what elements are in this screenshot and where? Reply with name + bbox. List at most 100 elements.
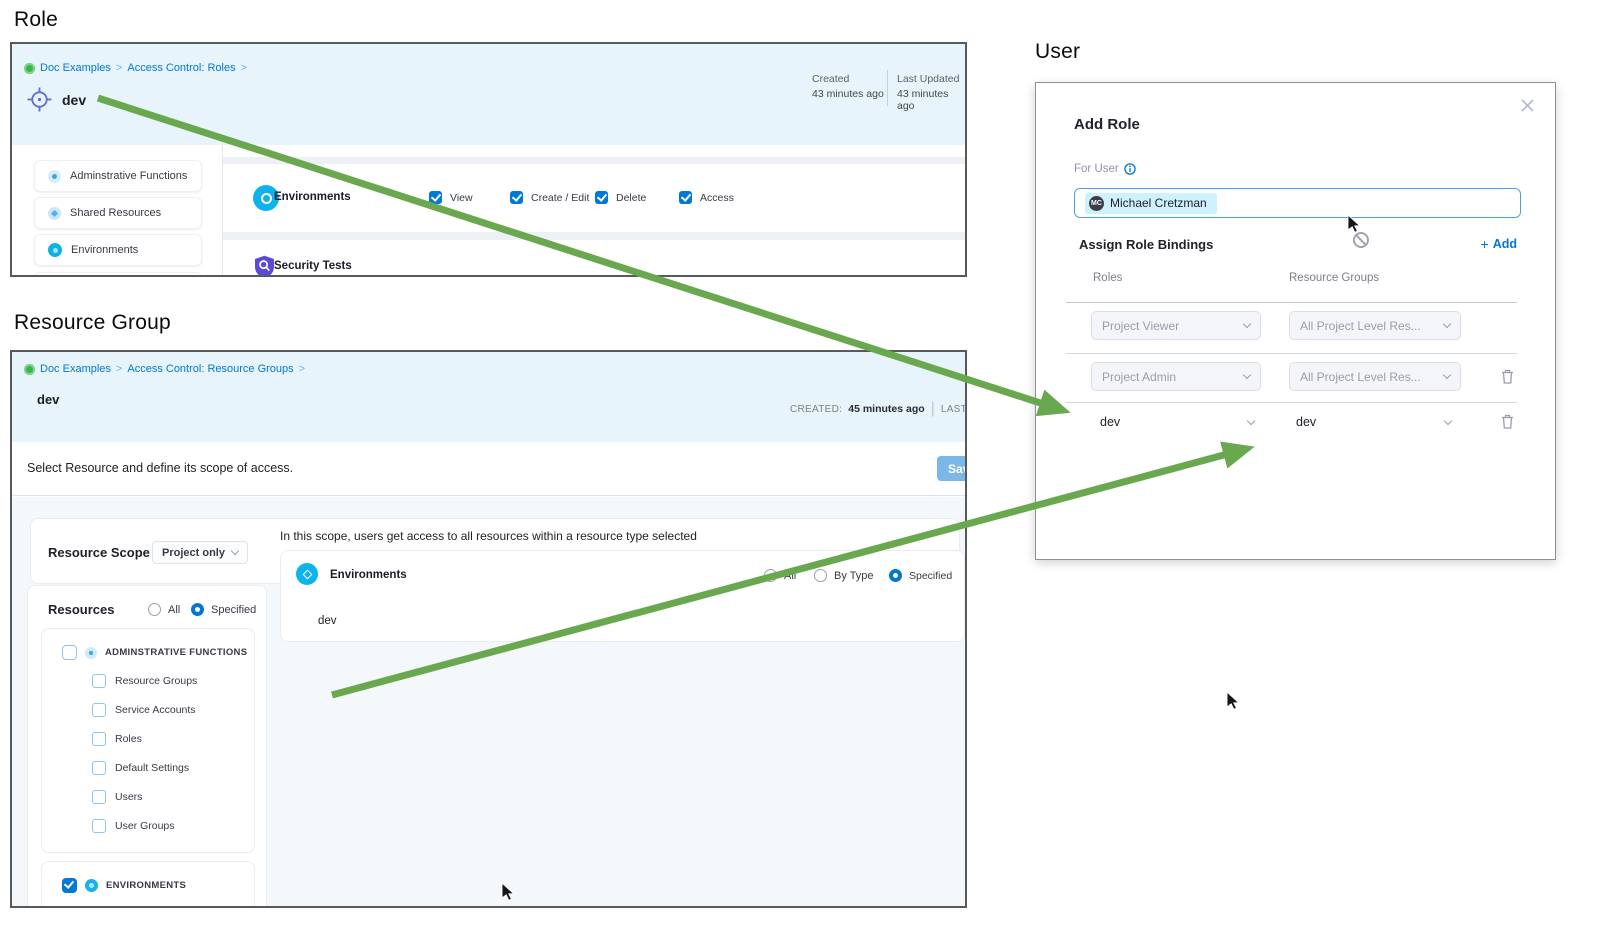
role-title: dev — [62, 92, 87, 108]
create-edit-checkbox[interactable] — [510, 191, 523, 204]
breadcrumb-separator: > — [115, 363, 123, 375]
sidebar-item-adminstrative-functions[interactable]: Adminstrative Functions — [34, 160, 202, 192]
breadcrumb-separator: > — [298, 363, 306, 375]
sidebar-item-label: Environments — [71, 244, 139, 256]
specified-radio[interactable] — [889, 569, 902, 582]
adminstrative-functions-checkbox[interactable] — [62, 645, 77, 660]
role-select-project-viewer[interactable]: Project Viewer — [1091, 311, 1261, 340]
instruction-text: Select Resource and define its scope of … — [27, 461, 294, 475]
by-type-radio[interactable] — [814, 569, 827, 582]
breadcrumb-section-link[interactable]: Access Control: Roles — [127, 62, 236, 74]
resource-group-meta: CREATED: 45 minutes ago | LAST UPD — [790, 400, 965, 418]
permission-delete[interactable]: Delete — [595, 191, 646, 204]
sidebar-item-shared-resources[interactable]: Shared Resources — [34, 197, 202, 229]
tree-parent-label: ENVIRONMENTS — [106, 880, 187, 891]
delete-checkbox[interactable] — [595, 191, 608, 204]
tree-item-default-settings[interactable]: Default Settings — [92, 761, 189, 775]
user-groups-checkbox[interactable] — [92, 819, 106, 833]
tree-item-users[interactable]: Users — [92, 790, 142, 804]
chevron-down-icon — [230, 546, 240, 556]
resources-radio-all[interactable]: All — [148, 603, 180, 616]
meta-divider: | — [930, 400, 935, 417]
tree-item-label: Resource Groups — [115, 675, 198, 687]
user-chip[interactable]: MC Michael Cretzman — [1085, 192, 1217, 214]
checkbox-label: View — [450, 191, 473, 204]
chevron-down-icon — [1442, 319, 1452, 329]
tree-item-user-groups[interactable]: User Groups — [92, 819, 175, 833]
all-radio[interactable] — [764, 569, 777, 582]
access-checkbox[interactable] — [679, 191, 692, 204]
default-settings-checkbox[interactable] — [92, 761, 106, 775]
tree-parent-adminstrative-functions[interactable]: ADMINSTRATIVE FUNCTIONS — [62, 645, 247, 660]
all-radio[interactable] — [148, 603, 161, 616]
resource-scope-label: Resource Scope — [48, 545, 150, 560]
user-section-heading: User — [1035, 40, 1081, 63]
resource-group-panel: Doc Examples > Access Control: Resource … — [10, 350, 967, 908]
adminstrative-functions-icon — [85, 646, 97, 659]
dialog-title: Add Role — [1074, 116, 1140, 133]
tree-item-service-accounts[interactable]: Service Accounts — [92, 703, 196, 717]
users-checkbox[interactable] — [92, 790, 106, 804]
info-icon[interactable] — [1123, 163, 1136, 175]
environments-resource-icon — [296, 563, 318, 585]
view-checkbox[interactable] — [429, 191, 442, 204]
tree-parent-environments[interactable]: ENVIRONMENTS — [62, 878, 186, 893]
user-avatar: MC — [1089, 195, 1104, 211]
env-radio-all[interactable]: All — [764, 569, 796, 582]
role-select-project-admin[interactable]: Project Admin — [1091, 362, 1261, 391]
resources-radio-specified[interactable]: Specified — [191, 603, 256, 616]
service-accounts-checkbox[interactable] — [92, 703, 106, 717]
select-value: Project Admin — [1102, 369, 1177, 384]
created-value: 43 minutes ago — [812, 88, 884, 100]
user-name: Michael Cretzman — [1110, 196, 1207, 210]
permission-view[interactable]: View — [429, 191, 473, 204]
permission-access[interactable]: Access — [679, 191, 734, 204]
resource-scope-select[interactable]: Project only — [152, 541, 248, 564]
environments-checkbox[interactable] — [62, 878, 77, 893]
project-avatar-icon — [24, 363, 35, 375]
row-gap — [223, 232, 965, 240]
breadcrumb: Doc Examples > Access Control: Resource … — [24, 363, 305, 375]
breadcrumb: Doc Examples > Access Control: Roles > — [24, 62, 247, 74]
tree-item-label: User Groups — [115, 820, 175, 832]
resource-group-select-dev[interactable]: dev — [1296, 415, 1453, 429]
resource-tree-card: ADMINSTRATIVE FUNCTIONS Resource Groups … — [41, 628, 255, 853]
radio-label: All — [784, 569, 797, 582]
tree-item-resource-groups[interactable]: Resource Groups — [92, 674, 197, 688]
resource-group-select-all-project[interactable]: All Project Level Res... — [1289, 311, 1461, 340]
breadcrumb-section-link[interactable]: Access Control: Resource Groups — [127, 363, 294, 375]
save-button[interactable]: Save — [937, 456, 965, 481]
sidebar-item-partial — [34, 272, 202, 275]
roles-checkbox[interactable] — [92, 732, 106, 746]
specified-radio[interactable] — [191, 603, 204, 616]
table-divider — [1066, 302, 1517, 303]
table-divider — [1066, 402, 1517, 403]
plus-icon: + — [1480, 236, 1489, 252]
breadcrumb-project-link[interactable]: Doc Examples — [40, 363, 111, 375]
tree-item-roles[interactable]: Roles — [92, 732, 142, 746]
for-user-input[interactable]: MC Michael Cretzman — [1074, 188, 1521, 218]
last-updated-value: 43 minutes ago — [897, 88, 949, 112]
resources-card: Resources All Specified ADMINSTRATIVE FU… — [27, 585, 267, 906]
role-target-icon — [27, 87, 52, 112]
add-binding-button[interactable]: + Add — [1481, 236, 1518, 252]
delete-binding-icon[interactable] — [1500, 413, 1515, 430]
permission-row-security-tests: Security Tests — [223, 240, 965, 275]
environments-icon — [48, 243, 62, 257]
environments-scope-card: Environments All By Type Specified dev — [280, 550, 965, 642]
close-icon[interactable] — [1520, 98, 1535, 113]
sidebar-item-label: Adminstrative Functions — [70, 170, 188, 182]
role-panel-header: Doc Examples > Access Control: Roles > d… — [12, 44, 965, 145]
env-radio-by-type[interactable]: By Type — [814, 569, 874, 582]
permission-create-edit[interactable]: Create / Edit — [510, 191, 589, 204]
resource-groups-checkbox[interactable] — [92, 674, 106, 688]
resource-group-select-all-project[interactable]: All Project Level Res... — [1289, 362, 1461, 391]
breadcrumb-separator: > — [240, 62, 248, 74]
role-select-dev[interactable]: dev — [1100, 415, 1256, 429]
resource-group-title: dev — [37, 392, 60, 407]
env-radio-specified[interactable]: Specified — [889, 569, 952, 582]
breadcrumb-project-link[interactable]: Doc Examples — [40, 62, 111, 74]
resources-label: Resources — [48, 602, 115, 617]
sidebar-item-environments[interactable]: Environments — [34, 234, 202, 266]
delete-binding-icon[interactable] — [1500, 368, 1515, 385]
